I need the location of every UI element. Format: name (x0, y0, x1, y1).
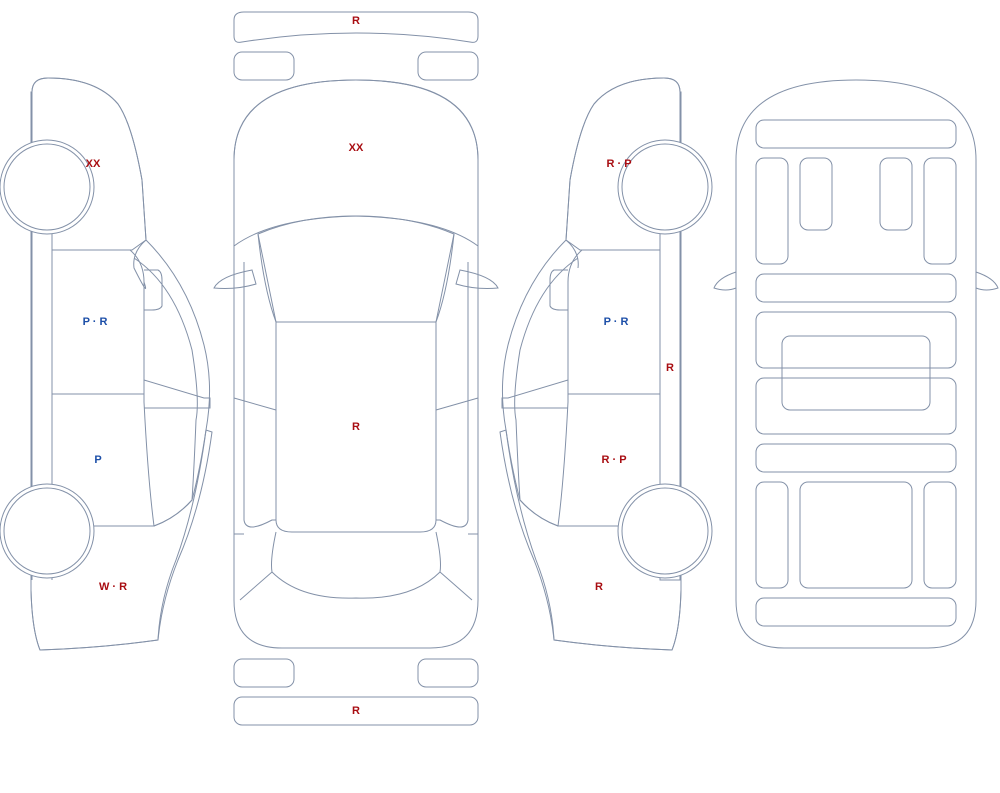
top-side-glass (233, 233, 479, 528)
left-windows (133, 239, 211, 527)
right-front-door-trim[interactable] (923, 157, 957, 265)
right-taillight (417, 658, 479, 688)
top-right-mirror (455, 269, 499, 289)
dashboard-panel[interactable] (755, 119, 957, 149)
left-rear-wheel[interactable] (3, 487, 91, 575)
left-front-door-label: P · R (83, 316, 108, 328)
front-bumper[interactable] (233, 11, 479, 43)
underbody-outline (735, 79, 977, 649)
rear-window (271, 531, 441, 599)
right-side-view: R · P P · R R · P R R (499, 77, 713, 651)
trunk-floor[interactable] (755, 597, 957, 627)
driver-seat[interactable] (799, 157, 833, 231)
hood-label: XX (349, 142, 364, 154)
left-mirror (144, 269, 163, 311)
right-rear-door-trim[interactable] (923, 481, 957, 589)
left-rear-quarter-label: W · R (99, 581, 127, 593)
rear-bumper-label: R (352, 705, 360, 717)
top-left-mirror (213, 269, 257, 289)
left-front-door[interactable] (51, 249, 145, 395)
trunk-lid (234, 533, 478, 601)
rear-seat[interactable] (799, 481, 913, 589)
center-floor-lower[interactable] (755, 377, 957, 435)
right-headlight (417, 51, 479, 81)
right-front-fender-label: R · P (606, 158, 631, 170)
right-front-door[interactable] (567, 249, 661, 395)
underbody-right-mirror (975, 271, 999, 291)
right-rear-door-label: R · P (601, 454, 626, 466)
right-rocker-label: R (666, 362, 674, 374)
left-front-fender-label: XX (86, 158, 101, 170)
left-headlight (233, 51, 295, 81)
underbody-left-mirror (713, 271, 737, 291)
windshield (257, 215, 455, 323)
top-body-outline (233, 79, 479, 649)
passenger-seat[interactable] (879, 157, 913, 231)
right-windows (501, 239, 579, 527)
roof-label: R (352, 421, 360, 433)
left-side-view: XX P · R P W · R (0, 77, 213, 651)
hood[interactable] (233, 79, 479, 247)
center-console[interactable] (781, 335, 931, 411)
right-rear-wheel[interactable] (621, 487, 709, 575)
left-front-fender[interactable] (31, 77, 147, 251)
rear-floor-panel[interactable] (755, 443, 957, 473)
left-front-door-trim[interactable] (755, 157, 789, 265)
roof[interactable] (275, 321, 437, 533)
right-front-wheel[interactable] (621, 143, 709, 231)
left-rear-door-label: P (94, 454, 101, 466)
underbody-view (713, 79, 999, 649)
rear-bumper[interactable] (233, 696, 479, 726)
right-mirror (549, 269, 568, 311)
right-front-fender[interactable] (565, 77, 681, 251)
left-rear-door-trim[interactable] (755, 481, 789, 589)
right-front-door-label: P · R (604, 316, 629, 328)
front-bumper-label: R (352, 15, 360, 27)
center-floor-upper[interactable] (755, 311, 957, 369)
front-floor-panel[interactable] (755, 273, 957, 303)
left-taillight (233, 658, 295, 688)
left-front-wheel[interactable] (3, 143, 91, 231)
top-view: R XX R R (213, 11, 499, 726)
right-rear-quarter-label: R (595, 581, 603, 593)
